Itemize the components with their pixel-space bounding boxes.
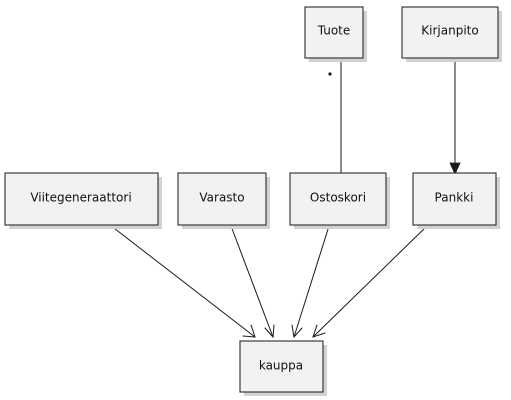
node-viitegeneraattori-label: Viitegeneraattori — [30, 191, 131, 205]
edge-viitegeneraattori-kauppa — [109, 224, 256, 338]
node-kirjanpito[interactable]: Kirjanpito — [401, 6, 502, 62]
node-varasto[interactable]: Varasto — [177, 172, 270, 229]
edge-ostoskori-kauppa-arrowhead — [291, 324, 303, 339]
node-ostoskori-label: Ostoskori — [310, 191, 366, 205]
association-marker-dot — [328, 72, 332, 76]
node-viitegeneraattori[interactable]: Viitegeneraattori — [4, 172, 162, 229]
edge-viitegeneraattori-kauppa-arrowhead — [242, 324, 256, 338]
node-tuote-label: Tuote — [317, 24, 351, 38]
edge-pankki-kauppa — [312, 225, 428, 338]
edges — [109, 58, 461, 339]
edge-ostoskori-kauppa — [293, 225, 330, 338]
edge-kirjanpito-pankki-arrowhead — [449, 162, 461, 175]
edge-varasto-kauppa — [230, 225, 274, 338]
node-varasto-label: Varasto — [199, 191, 244, 205]
node-pankki[interactable]: Pankki — [412, 172, 500, 229]
node-kauppa-label: kauppa — [259, 359, 303, 373]
edge-varasto-kauppa-arrowhead — [264, 324, 275, 339]
node-tuote[interactable]: Tuote — [304, 6, 367, 62]
nodes: Tuote Kirjanpito Viitegeneraattori Varas… — [4, 6, 502, 396]
node-ostoskori[interactable]: Ostoskori — [289, 172, 390, 229]
node-kauppa[interactable]: kauppa — [239, 340, 327, 396]
node-kirjanpito-label: Kirjanpito — [421, 24, 478, 38]
node-pankki-label: Pankki — [435, 191, 474, 205]
edge-pankki-kauppa-arrowhead — [312, 324, 326, 338]
